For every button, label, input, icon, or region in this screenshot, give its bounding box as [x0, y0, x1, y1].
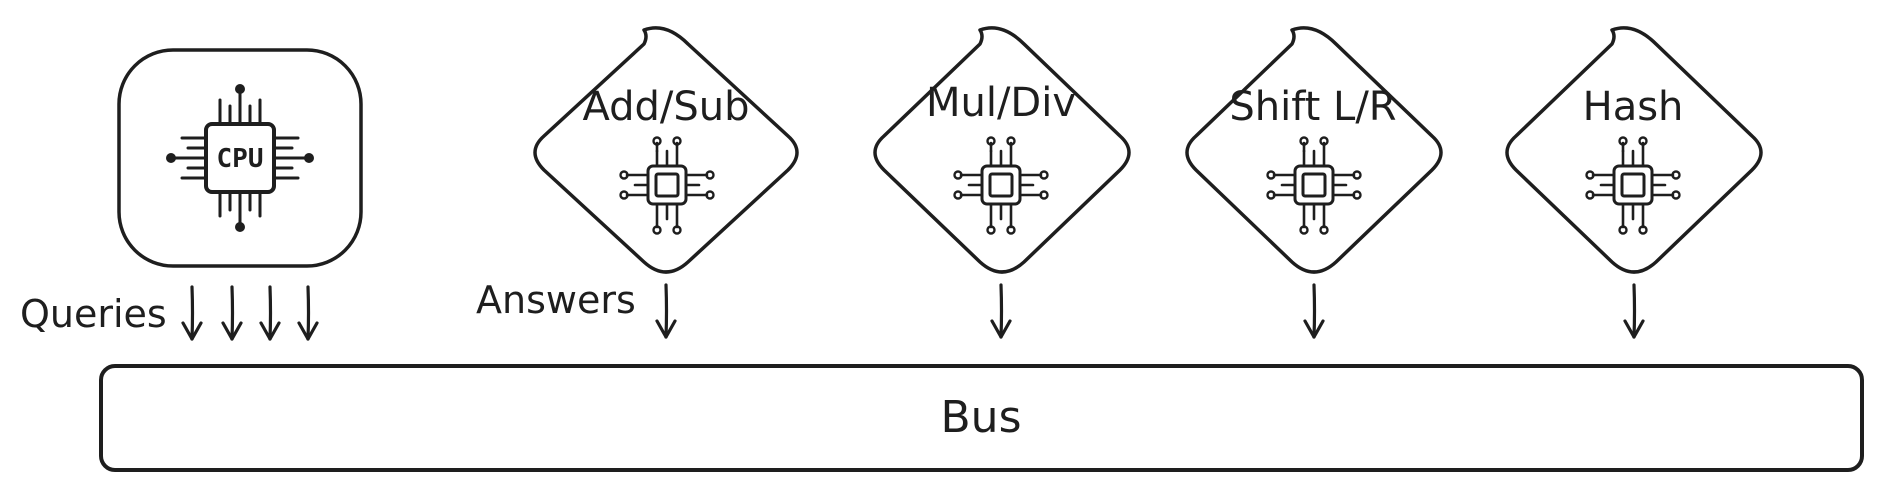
cpu-chip-text: CPU: [217, 144, 264, 174]
queries-label: Queries: [20, 292, 167, 336]
unit-add-sub: Add/Sub: [533, 26, 799, 274]
answers-label: Answers: [476, 278, 636, 322]
unit-hash: Hash: [1505, 26, 1763, 274]
cpu-block: CPU: [117, 48, 363, 268]
chip-icon: [953, 136, 1049, 235]
answer-arrow-hash: [1623, 283, 1645, 339]
answer-arrow-shift-lr: [1303, 283, 1325, 339]
unit-add-sub-label: Add/Sub: [582, 84, 749, 130]
chip-icon: [1585, 136, 1681, 235]
unit-shift-lr-label: Shift L/R: [1229, 84, 1396, 130]
unit-mul-div: Mul/Div: [873, 26, 1131, 274]
chip-icon: [619, 136, 715, 235]
chip-icon: [1266, 136, 1362, 235]
bus-label: Bus: [941, 392, 1022, 443]
answer-arrow-add-sub: [655, 283, 677, 339]
query-arrow-2: [221, 285, 243, 341]
bus: Bus: [99, 364, 1864, 472]
cpu-chip-icon: CPU: [166, 84, 314, 232]
unit-shift-lr: Shift L/R: [1185, 26, 1443, 274]
unit-mul-div-label: Mul/Div: [926, 80, 1076, 126]
query-arrow-3: [259, 285, 281, 341]
query-arrow-1: [181, 285, 203, 341]
unit-hash-label: Hash: [1583, 84, 1684, 130]
query-arrow-4: [297, 285, 319, 341]
answer-arrow-mul-div: [990, 283, 1012, 339]
